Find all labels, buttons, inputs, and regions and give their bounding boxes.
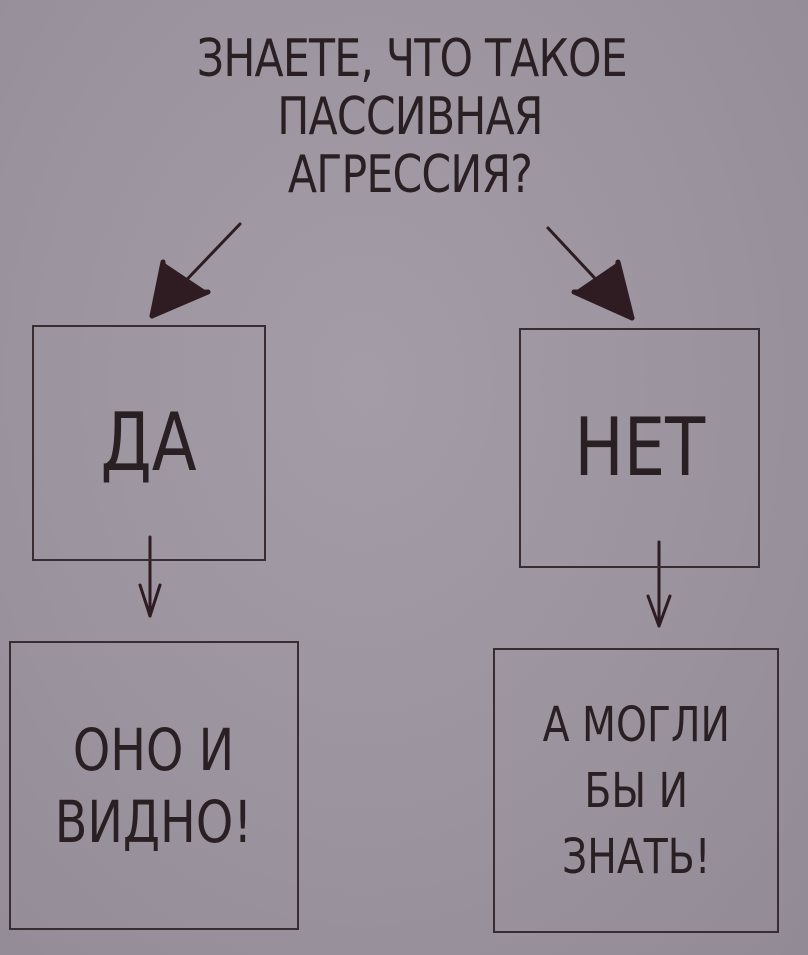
no-box: НЕТ	[519, 328, 760, 568]
yes-box: ДА	[32, 325, 266, 561]
question-line-1: ЗНАЕТЕ, ЧТО ТАКОЕ	[196, 29, 628, 89]
yes-result-box: ОНО И ВИДНО!	[9, 641, 299, 930]
no-result-line-2: БЫ И	[584, 762, 688, 819]
question-line-3: АГРЕССИЯ?	[287, 145, 533, 205]
yes-result-line-2: ВИДНО!	[55, 787, 253, 856]
no-result-box: А МОГЛИ БЫ И ЗНАТЬ!	[493, 648, 779, 933]
question-text: ЗНАЕТЕ, ЧТО ТАКОЕ ПАССИВНАЯ АГРЕССИЯ?	[196, 29, 628, 205]
question-line-2: ПАССИВНАЯ	[277, 87, 543, 147]
arrow-to-yes	[149, 222, 242, 319]
arrow-to-no	[546, 226, 635, 321]
no-result-line-1: А МОГЛИ	[542, 696, 730, 753]
yes-result-line-1: ОНО И	[73, 715, 235, 784]
no-result-text: А МОГЛИ БЫ И ЗНАТЬ!	[542, 692, 729, 890]
no-result-line-3: ЗНАТЬ!	[561, 828, 711, 885]
no-label: НЕТ	[574, 401, 705, 494]
yes-result-text: ОНО И ВИДНО!	[55, 714, 253, 858]
yes-label: ДА	[100, 396, 198, 489]
